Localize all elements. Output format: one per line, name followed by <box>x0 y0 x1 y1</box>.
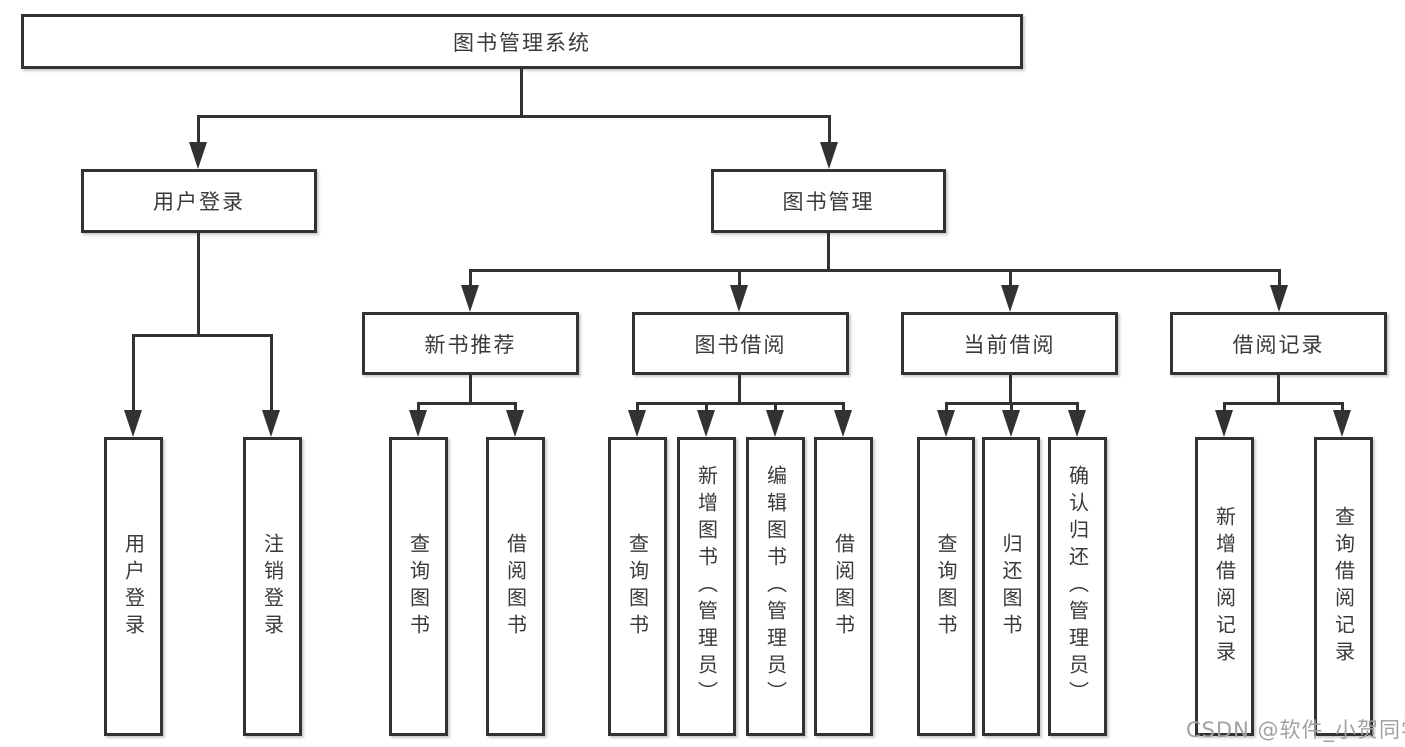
node-book-borrow: 图书借阅 <box>632 312 849 375</box>
arrowhead-book-mgmt <box>820 142 838 169</box>
leaf-logout-label: 注销登录 <box>260 532 285 641</box>
connector-records-crossbar <box>1223 402 1344 405</box>
leaf-records-add-record-label: 新增借阅记录 <box>1212 505 1237 668</box>
connector-root-crossbar <box>197 115 831 118</box>
arrowhead-recommend-leaf2 <box>506 410 524 437</box>
connector-records-stem <box>1277 375 1280 405</box>
node-book-mgmt-label: 图书管理 <box>782 190 875 214</box>
leaf-borrow-add-book-admin-label: 新增图书（管理员） <box>694 465 719 708</box>
leaf-borrow-query-book-label: 查询图书 <box>625 532 650 641</box>
arrowhead-current-leaf1 <box>937 410 955 437</box>
leaf-user-login: 用户登录 <box>104 437 163 736</box>
arrowhead-borrow-leaf2 <box>697 410 715 437</box>
leaf-recommend-query-book-label: 查询图书 <box>406 532 431 641</box>
connector-to-borrow-leaf4 <box>842 402 845 414</box>
connector-book-mgmt-crossbar <box>469 269 1281 272</box>
arrowhead-borrow <box>730 285 748 312</box>
arrowhead-current <box>1001 285 1019 312</box>
node-book-mgmt: 图书管理 <box>711 169 946 233</box>
leaf-user-login-label: 用户登录 <box>121 532 146 641</box>
connector-book-mgmt-stem <box>827 233 830 272</box>
connector-borrow-crossbar <box>636 402 845 405</box>
arrowhead-user-login <box>189 142 207 169</box>
connector-user-login-stem <box>197 233 200 336</box>
connector-to-borrow-leaf1 <box>636 402 639 414</box>
arrowhead-leaf-login <box>124 410 142 437</box>
leaf-borrow-edit-book-admin-label: 编辑图书（管理员） <box>763 465 788 708</box>
leaf-borrow-edit-book-admin: 编辑图书（管理员） <box>746 437 805 736</box>
arrowhead-records-leaf1 <box>1215 410 1233 437</box>
leaf-recommend-borrow-book: 借阅图书 <box>486 437 545 736</box>
leaf-borrow-add-book-admin: 新增图书（管理员） <box>677 437 736 736</box>
arrowhead-leaf-logout <box>262 410 280 437</box>
node-current-borrow-label: 当前借阅 <box>963 332 1056 357</box>
node-user-login-label: 用户登录 <box>153 190 245 214</box>
node-root-label: 图书管理系统 <box>453 30 591 55</box>
connector-recommend-crossbar <box>417 402 517 405</box>
arrowhead-records <box>1270 285 1288 312</box>
connector-to-leaf-logout <box>270 334 273 411</box>
leaf-current-confirm-return-admin-label: 确认归还（管理员） <box>1065 465 1090 708</box>
node-new-book-recommend: 新书推荐 <box>362 312 579 375</box>
leaf-borrow-borrow-book: 借阅图书 <box>814 437 873 736</box>
arrowhead-current-leaf3 <box>1068 410 1086 437</box>
leaf-logout: 注销登录 <box>243 437 302 736</box>
arrowhead-recommend <box>461 285 479 312</box>
leaf-recommend-query-book: 查询图书 <box>389 437 448 736</box>
connector-borrow-stem <box>738 375 741 405</box>
node-borrow-records: 借阅记录 <box>1170 312 1387 375</box>
connector-current-stem <box>1009 375 1012 405</box>
connector-root-stem <box>520 69 523 117</box>
arrowhead-borrow-leaf4 <box>834 410 852 437</box>
connector-to-current-leaf1 <box>945 402 948 414</box>
node-root: 图书管理系统 <box>21 14 1023 69</box>
connector-to-current <box>1009 269 1012 287</box>
arrowhead-borrow-leaf3 <box>766 410 784 437</box>
node-user-login: 用户登录 <box>81 169 317 233</box>
leaf-current-query-book-label: 查询图书 <box>934 532 958 641</box>
connector-to-recommend-leaf1 <box>417 402 420 414</box>
connector-to-leaf-login <box>132 334 135 411</box>
leaf-borrow-borrow-book-label: 借阅图书 <box>831 532 856 641</box>
leaf-current-query-book: 查询图书 <box>917 437 975 736</box>
connector-recommend-stem <box>469 375 472 405</box>
connector-to-records <box>1278 269 1281 287</box>
node-book-borrow-label: 图书借阅 <box>694 332 787 357</box>
connector-to-recommend-leaf2 <box>514 402 517 414</box>
watermark: CSDN @软件_小贺同学 <box>1186 718 1405 742</box>
connector-user-login-crossbar <box>132 334 273 337</box>
connector-to-borrow-leaf3 <box>774 402 777 414</box>
arrowhead-records-leaf2 <box>1333 410 1351 437</box>
connector-to-records-leaf2 <box>1341 402 1344 414</box>
connector-to-user-login <box>197 115 200 144</box>
connector-to-records-leaf1 <box>1223 402 1226 414</box>
connector-to-current-leaf2 <box>1010 402 1013 414</box>
connector-to-borrow-leaf2 <box>705 402 708 414</box>
node-borrow-records-label: 借阅记录 <box>1232 332 1325 357</box>
node-new-book-recommend-label: 新书推荐 <box>424 332 517 357</box>
connector-to-recommend <box>469 269 472 287</box>
leaf-records-add-record: 新增借阅记录 <box>1195 437 1254 736</box>
connector-to-borrow <box>738 269 741 287</box>
leaf-current-confirm-return-admin: 确认归还（管理员） <box>1048 437 1107 736</box>
connector-to-current-leaf3 <box>1076 402 1079 414</box>
leaf-recommend-borrow-book-label: 借阅图书 <box>503 532 528 641</box>
connector-to-book-mgmt <box>828 115 831 144</box>
arrowhead-borrow-leaf1 <box>628 410 646 437</box>
leaf-current-return-book: 归还图书 <box>982 437 1040 736</box>
leaf-current-return-book-label: 归还图书 <box>999 532 1023 641</box>
arrowhead-recommend-leaf1 <box>409 410 427 437</box>
leaf-borrow-query-book: 查询图书 <box>608 437 667 736</box>
leaf-records-query-record: 查询借阅记录 <box>1314 437 1373 736</box>
arrowhead-current-leaf2 <box>1002 410 1020 437</box>
node-current-borrow: 当前借阅 <box>901 312 1118 375</box>
leaf-records-query-record-label: 查询借阅记录 <box>1331 505 1356 668</box>
